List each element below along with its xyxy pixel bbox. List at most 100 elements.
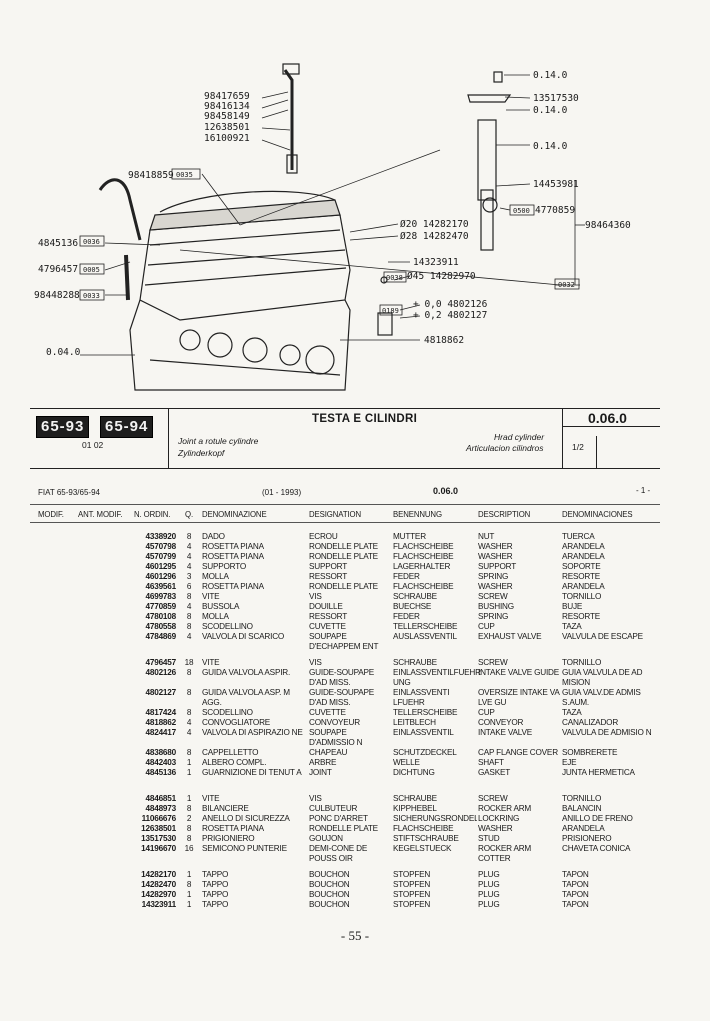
name-spanish: SOPORTE bbox=[562, 562, 601, 571]
name-spanish: TORNILLO bbox=[562, 592, 602, 601]
name-italian: GUARNIZIONE DI TENUT A bbox=[202, 768, 302, 777]
ref-box-0032: 0032 bbox=[558, 281, 575, 289]
name-english: SHAFT bbox=[478, 758, 504, 767]
part-number: 4780108 bbox=[145, 612, 177, 621]
part-number: 14196670 bbox=[141, 844, 176, 853]
name-spanish: TAPON bbox=[562, 890, 589, 899]
name-english: PLUG bbox=[478, 870, 500, 879]
name-french: CULBUTEUR bbox=[309, 804, 358, 813]
name-italian: PRIGIONIERO bbox=[202, 834, 255, 843]
name-english: BUSHING bbox=[478, 602, 514, 611]
name-english: PLUG bbox=[478, 880, 500, 889]
name-german: LEITBLECH bbox=[393, 718, 436, 727]
part-number: 4601296 bbox=[145, 572, 177, 581]
ref-code: 0.06.0 bbox=[433, 486, 459, 496]
model-badge-65-93: 65-93 bbox=[36, 416, 90, 438]
callout-4796457: 4796457 bbox=[38, 264, 78, 275]
name-spanish: ARANDELA bbox=[562, 552, 605, 561]
name-italian: MOLLA bbox=[202, 572, 229, 581]
name-spanish: ARANDELA bbox=[562, 542, 605, 551]
name-english: EXHAUST VALVE bbox=[478, 632, 542, 641]
name-french: GUIDE-SOUPAPE D'AD MISS. bbox=[309, 668, 375, 687]
col-modif: MODIF. bbox=[38, 510, 64, 519]
name-spanish: RESORTE bbox=[562, 572, 601, 581]
name-french: RONDELLE PLATE bbox=[309, 542, 378, 551]
section-title: TESTA E CILINDRI bbox=[312, 413, 418, 425]
name-german: FLACHSCHEIBE bbox=[393, 552, 454, 561]
name-french: BOUCHON bbox=[309, 890, 350, 899]
name-english: INTAKE VALVE bbox=[478, 728, 533, 737]
callout-4770859: 4770859 bbox=[535, 205, 575, 216]
part-number: 4770859 bbox=[145, 602, 177, 611]
quantity: 4 bbox=[186, 718, 192, 727]
name-italian: ALBERO COMPL. bbox=[202, 758, 267, 767]
part-number: 4780558 bbox=[145, 622, 177, 631]
name-spanish: ANILLO DE FRENO bbox=[562, 814, 633, 823]
name-spanish: TORNILLO bbox=[562, 658, 602, 667]
name-french: RESSORT bbox=[309, 572, 348, 581]
col-denominaciones: DENOMINACIONES bbox=[562, 510, 633, 519]
quantity: 4 bbox=[186, 602, 192, 611]
callout-0-14-0-b: 0.14.0 bbox=[533, 105, 568, 116]
model-badge-65-94: 65-94 bbox=[100, 416, 154, 438]
callout-12638501: 12638501 bbox=[204, 122, 250, 133]
header-bottom-rule bbox=[30, 468, 660, 469]
name-german: SCHUTZDECKEL bbox=[393, 748, 457, 757]
name-spanish: RESORTE bbox=[562, 612, 601, 621]
part-number: 14323911 bbox=[141, 900, 177, 909]
part-number: 13517530 bbox=[141, 834, 176, 843]
callout-0-04-0: 0.04.0 bbox=[46, 347, 81, 358]
ref-box-0500: 0500 bbox=[513, 207, 530, 215]
name-english: SPRING bbox=[478, 572, 509, 581]
name-italian: DADO bbox=[202, 532, 225, 541]
part-number: 14282970 bbox=[141, 890, 176, 899]
model-range: 01 02 bbox=[82, 440, 104, 450]
name-french: RONDELLE PLATE bbox=[309, 824, 378, 833]
name-french: RONDELLE PLATE bbox=[309, 552, 378, 561]
name-german: EINLASSVENTIL bbox=[393, 728, 454, 737]
part-number: 11066676 bbox=[141, 814, 177, 823]
name-french: VIS bbox=[309, 592, 322, 601]
col-denominazione: DENOMINAZIONE bbox=[202, 510, 267, 519]
name-italian: TAPPO bbox=[202, 870, 229, 879]
header-code-rule bbox=[562, 426, 660, 427]
column-header-rule bbox=[30, 522, 660, 523]
name-spanish: CHAVETA CONICA bbox=[562, 844, 631, 853]
name-spanish: GUIA VALVULA DE AD MISION bbox=[562, 668, 643, 687]
col-description: DESCRIPTION bbox=[478, 510, 531, 519]
part-number: 4784869 bbox=[145, 632, 177, 641]
name-french: SUPPORT bbox=[309, 562, 348, 571]
quantity: 3 bbox=[186, 572, 192, 581]
leader-lines bbox=[80, 74, 585, 356]
part-number: 4838680 bbox=[145, 748, 177, 757]
part-number: 4601295 bbox=[145, 562, 177, 571]
col-ant-modif: ANT. MODIF. bbox=[78, 510, 123, 519]
name-english: PLUG bbox=[478, 890, 500, 899]
name-spanish: JUNTA HERMETICA bbox=[562, 768, 635, 777]
name-spanish: BALANCIN bbox=[562, 804, 602, 813]
name-english: STUD bbox=[478, 834, 500, 843]
name-spanish: GUIA VALV.DE ADMIS S.AUM. bbox=[562, 688, 641, 707]
quantity: 4 bbox=[186, 632, 192, 641]
ref-line-rule bbox=[30, 504, 660, 505]
name-italian: VITE bbox=[202, 794, 220, 803]
name-german: STIFTSCHRAUBE bbox=[393, 834, 459, 843]
quantity: 4 bbox=[186, 562, 192, 571]
exploded-diagram: 98417659 98416134 98458149 12638501 1610… bbox=[34, 63, 631, 391]
callout-98458149: 98458149 bbox=[204, 111, 250, 122]
name-english: PLUG bbox=[478, 900, 500, 909]
part-number: 12638501 bbox=[141, 824, 176, 833]
ref-box-0038: 0038 bbox=[386, 274, 403, 282]
name-german: SCHRAUBE bbox=[393, 794, 437, 803]
name-german: FEDER bbox=[393, 572, 420, 581]
name-english: ROCKER ARM bbox=[478, 804, 532, 813]
